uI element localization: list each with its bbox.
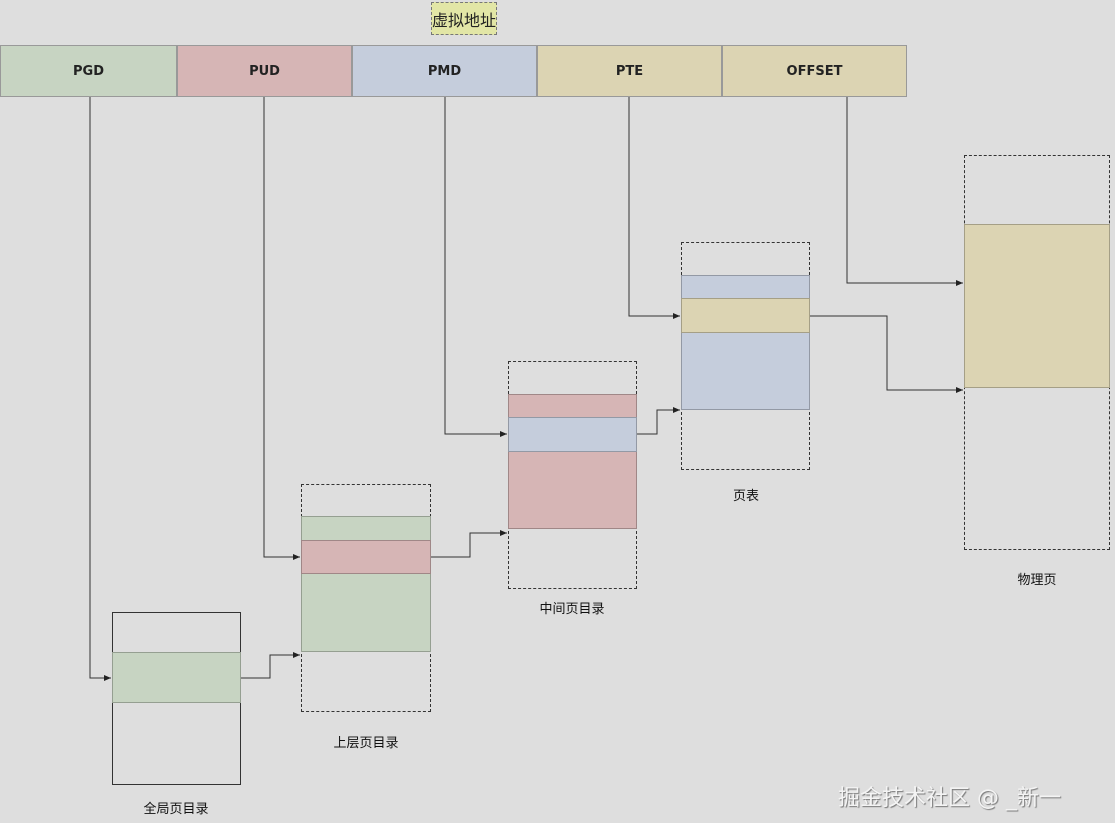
arrow-pte-to-page [810,315,963,393]
field-pud: PUD [177,45,352,97]
field-pmd: PMD [352,45,537,97]
pud-entry [301,540,431,574]
arrow-pmd [444,97,507,437]
pud-label: 上层页目录 [333,736,399,751]
virtual-address-title: 虚拟地址 [431,2,497,35]
pte-entry [681,298,810,333]
pte-label: 页表 [732,489,759,504]
field-pgd: PGD [0,45,177,97]
arrow-pte [628,97,680,319]
arrow-pgd-to-pud [241,652,300,679]
arrow-pmd-to-pte [637,407,680,435]
watermark: 掘金技术社区 @ _新一 [838,786,1061,811]
arrow-pud [263,97,300,560]
pte-block [681,275,810,410]
pmd-label: 中间页目录 [539,602,605,617]
physical-page-label: 物理页 [1017,573,1057,588]
arrow-pgd [89,97,111,681]
field-pte: PTE [537,45,722,97]
field-offset: OFFSET [722,45,907,97]
physical-page [964,224,1110,388]
arrow-offset [846,97,963,286]
pgd-label: 全局页目录 [143,802,209,817]
arrow-pud-to-pmd [431,530,507,558]
pgd-entry [112,652,241,703]
pmd-entry [508,417,637,452]
pud-block [301,516,431,652]
pmd-block [508,394,637,529]
